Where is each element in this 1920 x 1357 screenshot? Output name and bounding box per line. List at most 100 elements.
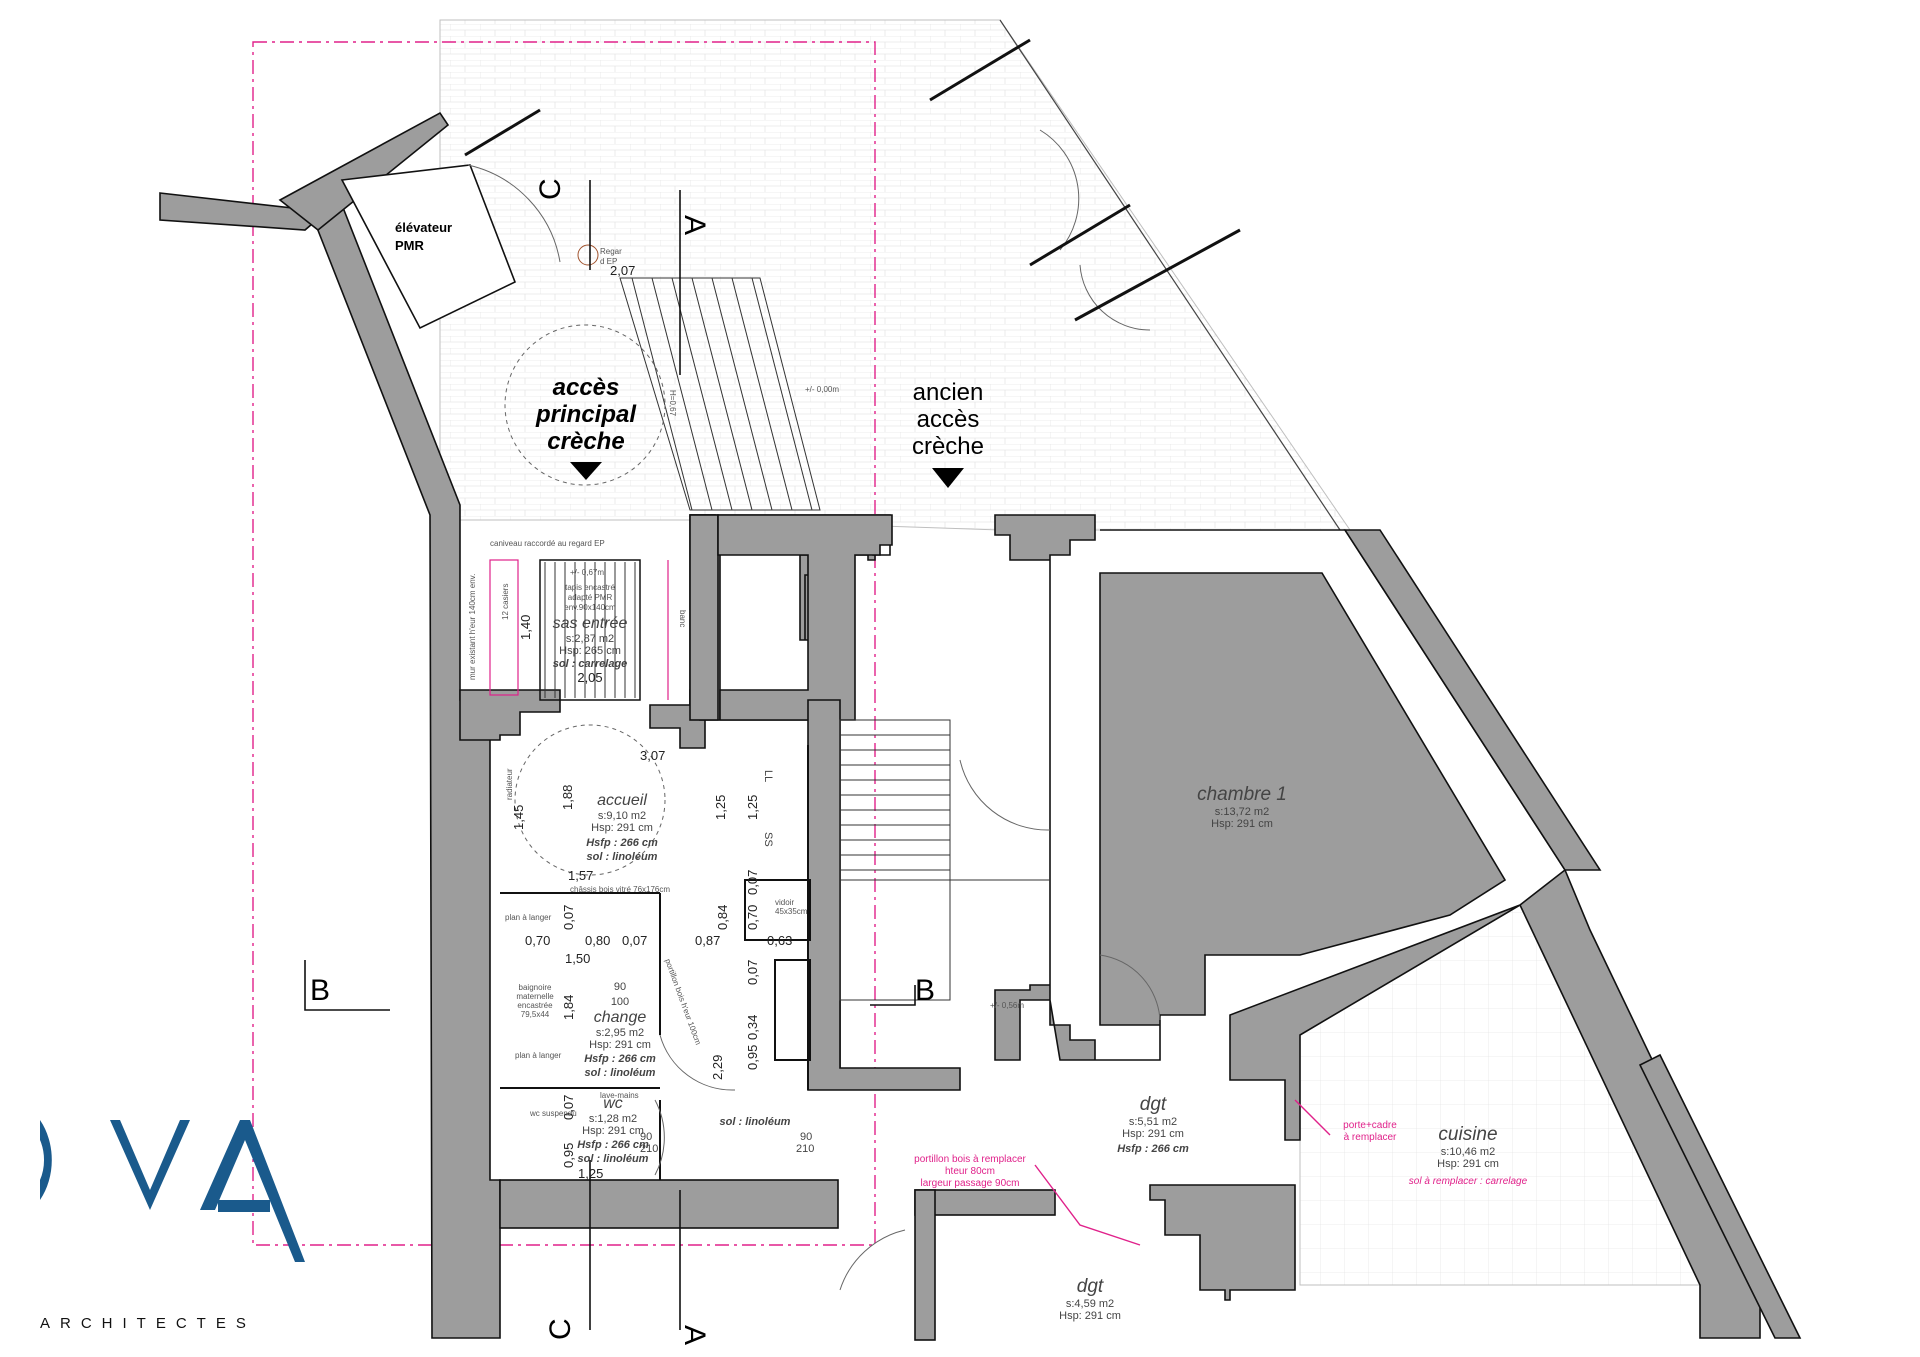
- level-outside: +/- 0,00m: [805, 385, 839, 394]
- accueil-name: accueil: [597, 792, 647, 809]
- change-plan-langer-top: plan à langer: [505, 913, 552, 922]
- wc-dim-007: 0,07: [561, 1095, 576, 1120]
- change-door-h: 100: [611, 996, 629, 1008]
- wall-right-diagonal: [1100, 529, 1761, 1339]
- change-surface: s:2,95 m2: [596, 1027, 644, 1039]
- door-swing-elevator: [467, 164, 561, 263]
- rail-1: [929, 38, 1031, 102]
- regard-label-2: d EP: [600, 257, 617, 266]
- note-leader-portillon: [1034, 1164, 1141, 1246]
- logo-bar: [218, 1200, 270, 1212]
- section-c-top: C: [534, 178, 567, 200]
- section-b-right: B: [915, 974, 935, 1007]
- sas-tapis-1: tapis encastré: [565, 583, 615, 592]
- cuisine-height: Hsp: 291 cm: [1437, 1158, 1499, 1170]
- change-dim-007c: 0,07: [745, 870, 760, 895]
- elevator-label-line1: élévateur: [395, 220, 452, 235]
- corridor-floor: sol : linoléum: [720, 1116, 791, 1128]
- dgt1-name: dgt: [1140, 1094, 1167, 1115]
- exterior-stair: [619, 277, 821, 511]
- change-baignoire-2: maternelle: [516, 992, 554, 1001]
- change-dim-084: 0,84: [715, 905, 730, 930]
- change-dim-007d: 0,07: [745, 960, 760, 985]
- elevator-label-line2: PMR: [395, 238, 425, 253]
- rail-2: [1029, 203, 1131, 267]
- stair-internal-treads: [840, 734, 950, 871]
- stair-width-dim: 2,07: [610, 263, 635, 278]
- note-portillon-1: portillon bois à remplacer: [914, 1154, 1026, 1165]
- accueil-surface: s:9,10 m2: [598, 810, 646, 822]
- elevator-platform: [340, 164, 517, 330]
- accueil-ss: SS: [762, 832, 774, 847]
- turning-circle-accueil: [514, 724, 666, 876]
- stair-internal: [839, 719, 951, 1001]
- note-portillon-3: largeur passage 90cm: [921, 1178, 1020, 1189]
- change-dim-080: 0,80: [585, 933, 610, 948]
- section-b-left-bracket: [304, 960, 390, 1011]
- sas-width-dim: 2,05: [577, 670, 602, 685]
- wc-lave-mains: lave-mains: [600, 1091, 639, 1100]
- dgt1-surface: s:5,51 m2: [1129, 1116, 1177, 1128]
- dgt2-height: Hsp: 291 cm: [1059, 1310, 1121, 1322]
- dgt1-height: Hsp: 291 cm: [1122, 1128, 1184, 1140]
- old-access-line1: ancien: [913, 379, 984, 406]
- section-b-right-bracket: [870, 985, 916, 1006]
- sas-level: +/- 0,67m: [570, 568, 604, 577]
- wall-top-center-right: [994, 514, 1507, 1061]
- exterior-stair-tread: [631, 277, 693, 511]
- chambre1-name: chambre 1: [1197, 784, 1287, 805]
- sas-height-dim: 1,40: [518, 615, 533, 640]
- cuisine-name: cuisine: [1438, 1124, 1497, 1145]
- wall-right-outer: [1343, 529, 1602, 871]
- dgt2-name: dgt: [1077, 1276, 1104, 1297]
- door-swing-courtyard-1: [1039, 129, 1080, 251]
- arrow-main-access: [570, 462, 602, 480]
- wc-name: wc: [603, 1095, 623, 1112]
- change-dim-070b: 0,70: [745, 905, 760, 930]
- change-dim-070: 0,70: [525, 933, 550, 948]
- property-limit-line: [252, 41, 876, 1246]
- corridor-level: +/- 0,56m: [990, 1001, 1024, 1010]
- wc-surface: s:1,28 m2: [589, 1113, 637, 1125]
- change-dim-150: 1,50: [565, 951, 590, 966]
- change-door-w: 90: [614, 981, 626, 993]
- wall-right-kitchen-edge: [1638, 1053, 1802, 1339]
- cuisine-surface: s:10,46 m2: [1441, 1146, 1495, 1158]
- accueil-dim-145: 1,45: [511, 805, 526, 830]
- note-leader-porte: [1294, 1099, 1331, 1136]
- section-b-left: B: [310, 974, 330, 1007]
- accueil-height: Hsp: 291 cm: [591, 822, 653, 834]
- partition-storage: [744, 879, 811, 941]
- wall-bottom-left: [499, 1179, 839, 1229]
- sas-floor: sol : carrelage: [553, 658, 628, 670]
- wc-door-w: 90: [640, 1131, 652, 1143]
- wc-door-h: 210: [640, 1143, 658, 1155]
- wc-dim-125: 1,25: [578, 1166, 603, 1181]
- firm-name: ARCHITECTES: [40, 1315, 256, 1332]
- arrow-old-access: [932, 468, 964, 488]
- exterior-stair-tread: [711, 277, 773, 511]
- turning-circle-sas: [504, 324, 666, 486]
- wc-suspendu: wc suspendu: [529, 1109, 577, 1118]
- note-portillon-2: hteur 80cm: [945, 1166, 995, 1177]
- exterior-stair-tread: [651, 277, 713, 511]
- section-a-bottom: A: [678, 1325, 711, 1345]
- main-access-line1: accès: [553, 374, 620, 401]
- exterior-stair-treads: [631, 277, 813, 511]
- sas-banc: banc: [678, 610, 687, 627]
- change-vidoir-size: 45x35cm: [775, 907, 808, 916]
- partition-kitchen-col: [774, 959, 811, 1061]
- sas-height: Hsp: 265 cm: [559, 645, 621, 657]
- change-plan-langer-bottom: plan à langer: [515, 1051, 562, 1060]
- note-porte-1: porte+cadre: [1343, 1120, 1397, 1131]
- sas-tapis-3: env.90x140cm: [564, 603, 616, 612]
- accueil-radiateur: radiateur: [505, 768, 514, 800]
- exterior-stair-tread: [671, 277, 733, 511]
- door-swing-chambre: [1099, 954, 1161, 1021]
- door-swing-change: [659, 1034, 736, 1091]
- door-swing-corridor: [839, 1229, 906, 1291]
- caniveau-label: caniveau raccordé au regard EP: [490, 539, 605, 548]
- accueil-floor: sol : linoléum: [587, 851, 658, 863]
- accueil-dim-188: 1,88: [560, 785, 575, 810]
